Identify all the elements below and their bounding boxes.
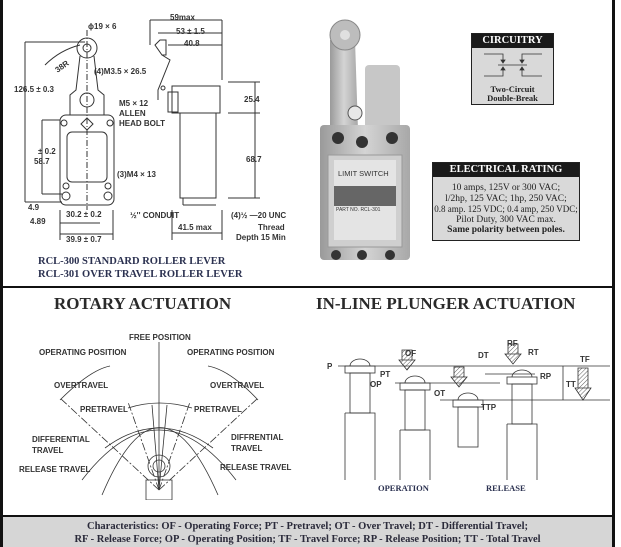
release-caption: RELEASE (486, 483, 526, 493)
plunger-title: IN-LINE PLUNGER ACTUATION (316, 294, 576, 313)
dim-label: Thread (258, 223, 285, 232)
dim-label: ± 0.2 (38, 147, 56, 156)
rotary-label-differential-right: DIFFRENTIAL (231, 433, 284, 442)
dim-label: ALLEN (119, 109, 146, 118)
rotary-label-differential-right-2: TRAVEL (231, 444, 263, 453)
page-border-right (612, 0, 615, 547)
rotary-label-pretravel-left: PRETRAVEL (80, 405, 128, 414)
circuit-diagram (484, 53, 542, 77)
rating-note: Same polarity between poles. (447, 225, 565, 235)
circuitry-caption-1: Two-Circuit (490, 84, 535, 94)
plunger-label-p: P (327, 362, 333, 371)
rating-line: Pilot Duty, 300 VAC max. (456, 214, 556, 225)
plunger-label-dt: DT (478, 351, 489, 360)
dim-label: ½'' CONDUIT (130, 211, 180, 220)
legend-line-1: Characteristics: OF - Operating Force; P… (87, 521, 528, 532)
circuitry-box: CIRCUITRY Two-Circuit Double-Break (471, 33, 554, 105)
dim-label: 126.5 ± 0.3 (14, 85, 54, 94)
dim-label: 25.4 (244, 95, 260, 104)
model-name-300: RCL-300 STANDARD ROLLER LEVER (38, 256, 226, 267)
characteristics-legend: Characteristics: OF - Operating Force; P… (3, 517, 612, 547)
page-border-left (0, 0, 3, 547)
rotary-diagram (59, 342, 259, 500)
dim-label: 30.2 ± 0.2 (66, 210, 102, 219)
section-divider (0, 286, 615, 288)
plunger-label-tt: TT (566, 380, 576, 389)
plunger-label-rf: RF (507, 339, 518, 348)
electrical-rating-box: ELECTRICAL RATING 10 amps, 125V or 300 V… (432, 162, 580, 241)
dim-label: 59max (170, 13, 195, 22)
circuitry-caption-2: Double-Break (487, 93, 538, 103)
footer-divider (0, 515, 615, 517)
rotary-label-overtravel-right: OVERTRAVEL (210, 381, 265, 390)
dim-label: 58.7 (34, 157, 50, 166)
rotary-label-pretravel-right: PRETRAVEL (194, 405, 242, 414)
dim-label: M5 × 12 (119, 99, 149, 108)
dim-label: (4)½ —20 UNC (231, 211, 287, 220)
dim-label: (4)M3.5 × 26.5 (94, 67, 147, 76)
dim-label: Depth 15 Min (236, 233, 286, 242)
photo-label-title: LIMIT SWITCH (338, 169, 389, 178)
circuitry-title: CIRCUITRY (472, 34, 553, 48)
dim-label: 68.7 (246, 155, 262, 164)
legend-line-2: RF - Release Force; OP - Operating Posit… (74, 534, 541, 545)
plunger-label-op: OP (370, 380, 382, 389)
dim-label: 53 ± 1.5 (176, 27, 205, 36)
operation-caption: OPERATION (378, 483, 429, 493)
plunger-label-pt: PT (380, 370, 391, 379)
plunger-label-ttp: TTP (481, 403, 497, 412)
model-name-301: RCL-301 OVER TRAVEL ROLLER LEVER (38, 269, 243, 280)
plunger-label-rt: RT (528, 348, 539, 357)
limit-switch-photo (320, 19, 410, 260)
plunger-diagram (338, 343, 610, 480)
rotary-title: ROTARY ACTUATION (54, 294, 232, 313)
dim-label: 4.9 (28, 203, 40, 212)
rating-line: 10 amps, 125V or 300 VAC; (451, 183, 561, 193)
plunger-label-rp: RP (540, 372, 552, 381)
plunger-label-ot: OT (434, 389, 446, 398)
dimension-drawing (24, 19, 260, 240)
electrical-rating-title: ELECTRICAL RATING (433, 163, 579, 177)
rotary-label-differential-left: DIFFERENTIAL (32, 435, 90, 444)
dim-label: ϕ19 × 6 (88, 22, 117, 31)
rotary-label-operating-left: OPERATING POSITION (39, 348, 127, 357)
rotary-label-free-position: FREE POSITION (129, 333, 191, 342)
photo-part-no: PART NO. RCL-301 (336, 207, 381, 213)
dim-label: 39.9 ± 0.7 (66, 235, 102, 244)
rotary-label-differential-left-2: TRAVEL (32, 446, 64, 455)
dim-label: HEAD BOLT (119, 119, 166, 128)
dim-label: 40.8 (184, 39, 200, 48)
rating-line: l/2hp, 125 VAC; 1hp, 250 VAC; (445, 193, 567, 204)
dim-label: 4.89 (30, 217, 46, 226)
rotary-label-release-right: RELEASE TRAVEL (220, 463, 292, 472)
dim-label: 41.5 max (178, 223, 212, 232)
rotary-label-operating-right: OPERATING POSITION (187, 348, 275, 357)
rotary-label-release-left: RELEASE TRAVEL (19, 465, 91, 474)
dim-label: (3)M4 × 13 (117, 170, 156, 179)
rotary-label-overtravel-left: OVERTRAVEL (54, 381, 109, 390)
rating-line: 0.8 amp. 125 VDC; 0.4 amp, 250 VDC; (434, 204, 578, 214)
plunger-label-of: OF (405, 349, 417, 358)
plunger-label-tf: TF (580, 355, 590, 364)
